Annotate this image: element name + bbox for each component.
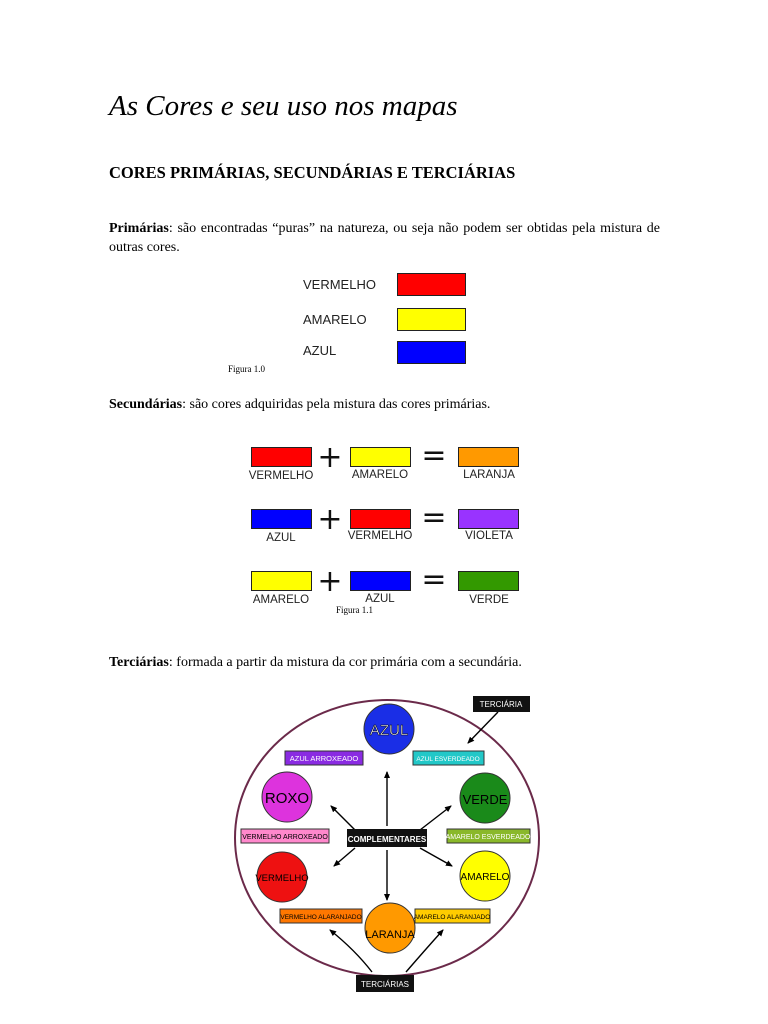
mix3-plus: + [317,564,343,599]
box-amarelo-esverdeado [446,828,531,844]
callout-arrows [329,711,499,973]
mix1-label-b: AMARELO [351,469,409,481]
mix2-label-a: AZUL [266,532,296,544]
mix1-label-a: VERMELHO [248,470,314,482]
box-vermelho-arroxeado-label: VERMELHO ARROXEADO [242,834,328,841]
box-azul-arroxeado-label: AZUL ARROXEADO [290,754,359,763]
figure-caption-1-0: Figura 1.0 [228,364,265,374]
terciaria-callout-box [473,696,530,712]
primary-label-amarelo: AMARELO [303,312,367,327]
primarias-paragraph: Primárias: são encontradas “puras” na na… [109,219,660,257]
mix3-equals: = [421,562,447,597]
box-amarelo-alaranjado [414,908,491,924]
mix2-plus: + [317,502,343,537]
primary-label-azul: AZUL [303,343,337,358]
box-vermelho-alaranjado-label: VERMELHO ALARANJADO [280,914,361,921]
terciarias-text: : formada a partir da mistura da cor pri… [168,655,522,670]
complementares-box [347,829,427,847]
mix2-label-b: VERMELHO [347,530,413,542]
section-heading: CORES PRIMÁRIAS, SECUNDÁRIAS E TERCIÁRIA… [109,163,516,182]
terciarias-term: Terciárias [109,655,169,670]
mix1-label-c: LARANJA [463,469,515,481]
primarias-term: Primárias [109,221,169,236]
circle-verde-label: VERDE [463,792,508,807]
box-amarelo-esverdeado-label: AMARELO ESVERDEADO [446,834,531,841]
terciarias-callout-box [356,975,414,992]
mix3-label-b: AZUL [365,593,395,605]
complementares-label: COMPLEMENTARES [348,835,427,844]
mix3-swatch-b [350,571,411,591]
box-amarelo-alaranjado-label: AMARELO ALARANJADO [414,914,491,921]
circle-azul [363,703,415,755]
primary-swatch-vermelho [397,273,466,296]
box-azul-arroxeado [284,750,364,766]
circle-amarelo-label: AMARELO [461,872,510,883]
circle-amarelo [459,850,511,902]
mix1-equals: = [421,438,447,473]
secundarias-text: : são cores adquiridas pela mistura das … [182,397,491,412]
mix3-label-c: VERDE [469,594,509,606]
circle-vermelho [256,851,308,903]
terciaria-callout-label: TERCIÁRIA [480,700,523,709]
mix2-label-c: VIOLETA [465,530,513,542]
primarias-text: : são encontradas “puras” na natureza, o… [109,221,660,255]
circle-verde [459,772,511,824]
primary-swatch-amarelo [397,308,466,331]
mix2-swatch-b [350,509,411,529]
mix3-swatch-c [458,571,519,591]
mix2-swatch-c [458,509,519,529]
box-azul-esverdeado [412,750,485,766]
circle-laranja-label: LARANJA [365,929,415,941]
box-vermelho-alaranjado [279,908,363,924]
mix1-swatch-c [458,447,519,467]
mix1-plus: + [317,440,343,475]
figure-caption-1-1: Figura 1.1 [334,605,375,615]
primary-label-vermelho: VERMELHO [303,277,376,292]
circle-roxo [261,771,313,823]
secundarias-paragraph: Secundárias: são cores adquiridas pela m… [109,395,660,414]
mix3-label-a: AMARELO [252,594,310,606]
mix2-swatch-a [251,509,312,529]
mix1-swatch-b [350,447,411,467]
document-title: As Cores e seu uso nos mapas [109,90,458,122]
primary-swatch-azul [397,341,466,364]
mix1-swatch-a [251,447,312,467]
mix2-equals: = [421,500,447,535]
circle-azul-label: AZUL [370,722,408,739]
box-azul-esverdeado-label: AZUL ESVERDEADO [416,756,479,763]
circle-laranja [364,902,416,954]
secundarias-term: Secundárias [109,397,183,412]
box-vermelho-arroxeado [240,828,330,844]
complementary-arrows [330,771,453,901]
terciarias-callout-label: TERCIÁRIAS [361,980,409,989]
circle-vermelho-label: VERMELHO [255,873,308,884]
mix3-swatch-a [251,571,312,591]
terciarias-paragraph: Terciárias: formada a partir da mistura … [109,653,660,672]
circle-roxo-label: ROXO [265,790,309,807]
